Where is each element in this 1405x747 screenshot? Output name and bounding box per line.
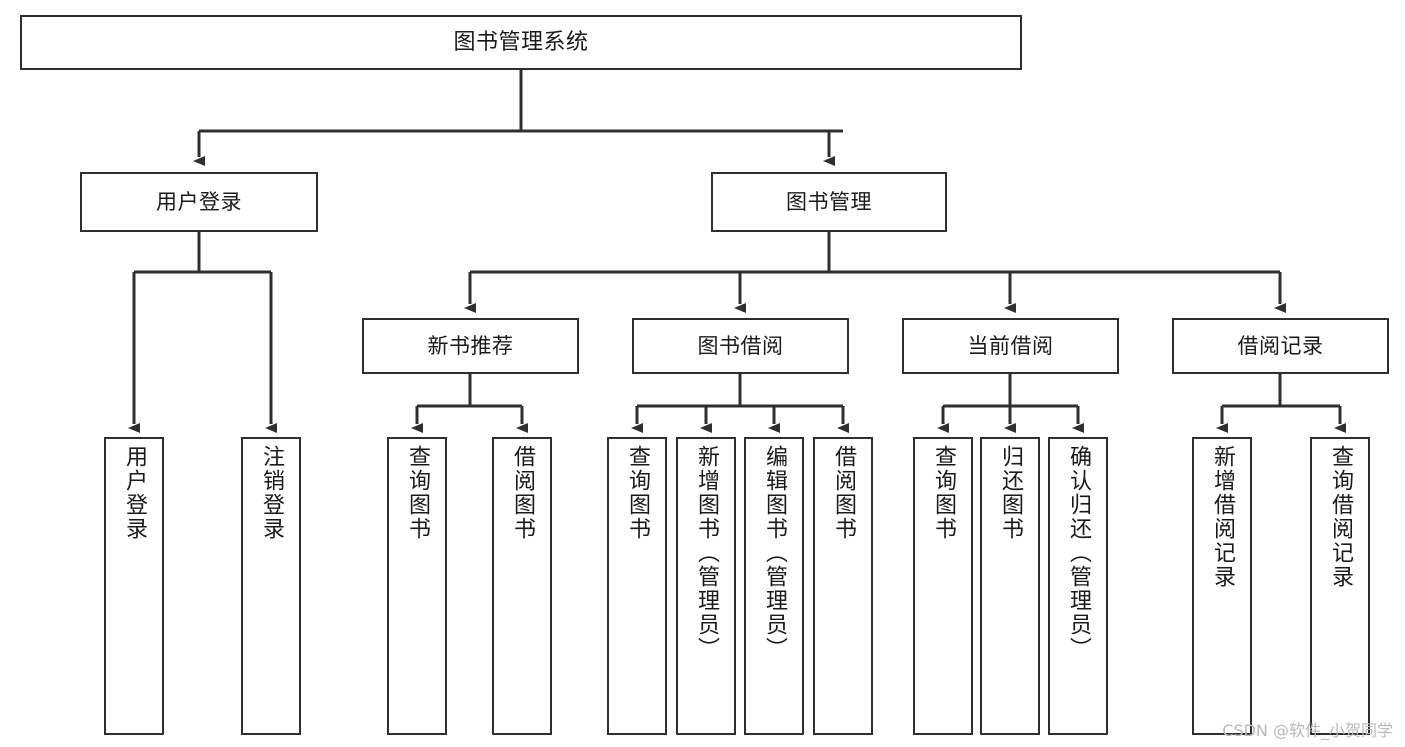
- node-leaf-add-book[interactable]: 新增图书（管理员）: [676, 437, 736, 735]
- node-leaf-confirm-return-label: 确认归还（管理员）: [1066, 445, 1091, 661]
- node-leaf-add-record[interactable]: 新增借阅记录: [1192, 437, 1252, 735]
- node-leaf-user-login-label: 用户登录: [122, 445, 147, 541]
- node-user-login[interactable]: 用户登录: [80, 172, 318, 232]
- node-leaf-query-book-2[interactable]: 查询图书: [607, 437, 667, 735]
- node-borrow-record-label: 借阅记录: [1237, 333, 1324, 358]
- csdn-watermark: CSDN @软件_小贺同学: [1222, 721, 1393, 740]
- node-leaf-logout-login[interactable]: 注销登录: [241, 437, 301, 735]
- node-leaf-return-book-label: 归还图书: [998, 445, 1023, 541]
- node-leaf-borrow-book-1-label: 借阅图书: [510, 445, 535, 541]
- node-leaf-user-login[interactable]: 用户登录: [104, 437, 164, 735]
- node-book-borrow[interactable]: 图书借阅: [632, 318, 849, 374]
- node-leaf-query-book-1-label: 查询图书: [405, 445, 430, 541]
- node-leaf-return-book[interactable]: 归还图书: [980, 437, 1040, 735]
- node-leaf-add-record-label: 新增借阅记录: [1210, 445, 1235, 589]
- node-leaf-borrow-book-2-label: 借阅图书: [831, 445, 856, 541]
- node-book-manage-label: 图书管理: [786, 189, 872, 214]
- node-root-label: 图书管理系统: [453, 29, 589, 55]
- node-book-borrow-label: 图书借阅: [697, 333, 784, 358]
- node-borrow-record[interactable]: 借阅记录: [1172, 318, 1389, 374]
- node-user-login-label: 用户登录: [156, 189, 242, 214]
- node-current-borrow[interactable]: 当前借阅: [902, 318, 1119, 374]
- node-root-system[interactable]: 图书管理系统: [20, 15, 1022, 70]
- node-leaf-borrow-book-1[interactable]: 借阅图书: [492, 437, 552, 735]
- node-new-book-recommend-label: 新书推荐: [427, 333, 514, 358]
- node-leaf-query-book-2-label: 查询图书: [625, 445, 650, 541]
- node-new-book-recommend[interactable]: 新书推荐: [362, 318, 579, 374]
- node-leaf-add-book-label: 新增图书（管理员）: [694, 445, 719, 661]
- node-current-borrow-label: 当前借阅: [967, 333, 1054, 358]
- node-leaf-query-record-label: 查询借阅记录: [1328, 445, 1353, 589]
- node-leaf-query-book-3-label: 查询图书: [931, 445, 956, 541]
- node-leaf-edit-book[interactable]: 编辑图书（管理员）: [744, 437, 804, 735]
- node-leaf-query-record[interactable]: 查询借阅记录: [1310, 437, 1370, 735]
- node-leaf-edit-book-label: 编辑图书（管理员）: [762, 445, 787, 661]
- node-book-manage[interactable]: 图书管理: [711, 172, 947, 232]
- node-leaf-confirm-return[interactable]: 确认归还（管理员）: [1048, 437, 1108, 735]
- node-leaf-query-book-1[interactable]: 查询图书: [387, 437, 447, 735]
- node-leaf-query-book-3[interactable]: 查询图书: [913, 437, 973, 735]
- node-leaf-logout-login-label: 注销登录: [259, 445, 284, 541]
- node-leaf-borrow-book-2[interactable]: 借阅图书: [813, 437, 873, 735]
